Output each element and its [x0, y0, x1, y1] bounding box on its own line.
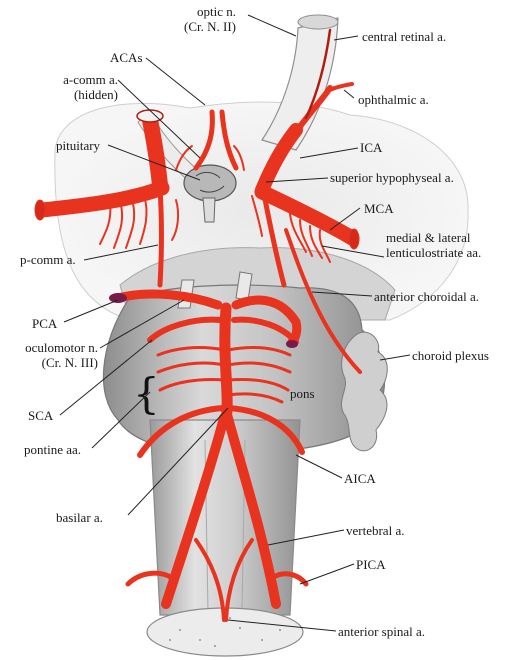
label-basilar-artery: basilar a. [56, 510, 103, 525]
label-aica: AICA [344, 471, 376, 486]
pontine-artery [226, 361, 292, 374]
pca-left [113, 289, 223, 310]
label-pica: PICA [356, 557, 386, 572]
pca-left-cut-end [109, 293, 127, 303]
ica-left [142, 112, 168, 193]
label-optic-nerve: optic n. (Cr. N. II) [184, 4, 236, 34]
label-ophthalmic-artery: ophthalmic a. [358, 92, 429, 107]
optic-nerve [261, 17, 339, 151]
ophthalmic-artery [293, 85, 333, 135]
pontine-artery [226, 392, 284, 404]
leader-lines [59, 14, 411, 632]
label-pons: pons [290, 386, 315, 401]
p-comm-right [261, 191, 287, 288]
label-pca: PCA [32, 316, 58, 331]
label-vertebral-artery: vertebral a. [346, 523, 405, 538]
aica-right [225, 405, 305, 455]
label-a-comm-artery: a-comm a. (hidden) [63, 72, 118, 102]
lenticulostriate-arteries [99, 145, 331, 263]
label-acas: ACAs [110, 50, 143, 65]
label-lenticulostriate-arteries: medial & lateral lenticulostriate aa. [386, 230, 482, 260]
pontine-brace: { [133, 369, 160, 418]
pituitary [183, 164, 237, 202]
label-choroid-plexus: choroid plexus [412, 348, 489, 363]
anterior-spinal-artery [194, 538, 226, 622]
medulla [149, 419, 301, 616]
label-anterior-choroidal-artery: anterior choroidal a. [374, 289, 480, 304]
label-oculomotor-nerve: oculomotor n. (Cr. N. III) [25, 340, 98, 370]
label-superior-hypophyseal-artery: superior hypophyseal a. [330, 170, 454, 185]
pontine-artery [226, 378, 290, 392]
sca-left [147, 316, 223, 343]
label-p-comm-artery: p-comm a. [20, 252, 76, 267]
label-anterior-spinal-artery: anterior spinal a. [338, 624, 425, 639]
optic-nerve-end [297, 14, 339, 30]
arteries [34, 28, 362, 622]
pca-right-cut-end [286, 340, 298, 348]
label-mca: MCA [364, 201, 394, 216]
label-central-retinal-artery: central retinal a. [362, 29, 447, 44]
basilar-artery [219, 302, 233, 426]
anterior-choroidal-artery [284, 228, 362, 374]
ica-left-cut-end [136, 109, 164, 123]
sca-right [231, 316, 299, 345]
central-retinal-artery [304, 28, 332, 120]
aca-left [193, 109, 215, 171]
anterior-spinal-artery [224, 538, 254, 622]
pontine-artery [226, 346, 292, 357]
label-pituitary: pituitary [56, 138, 101, 153]
aca-right [219, 109, 239, 171]
infundibulum [202, 197, 216, 223]
mca-right [254, 184, 360, 246]
mca-left [34, 180, 170, 218]
mca-right-cut-end [348, 228, 360, 250]
pontine-artery [156, 346, 226, 357]
label-sca: SCA [28, 408, 54, 423]
pica-right [269, 571, 309, 587]
aica-left [137, 405, 227, 458]
cut-surface-dots [169, 617, 281, 647]
p-comm-left [157, 185, 164, 288]
label-pontine-arteries: pontine aa. [24, 442, 82, 457]
pontine-artery [158, 378, 226, 392]
ophthalmic-branch [328, 82, 354, 92]
ica-right [255, 123, 303, 197]
pontine-artery [156, 361, 226, 374]
spinal-cord-cut-surface [146, 607, 304, 657]
mca-left-cut-end [34, 199, 46, 221]
label-ica: ICA [360, 140, 383, 155]
pica-left [125, 570, 175, 587]
